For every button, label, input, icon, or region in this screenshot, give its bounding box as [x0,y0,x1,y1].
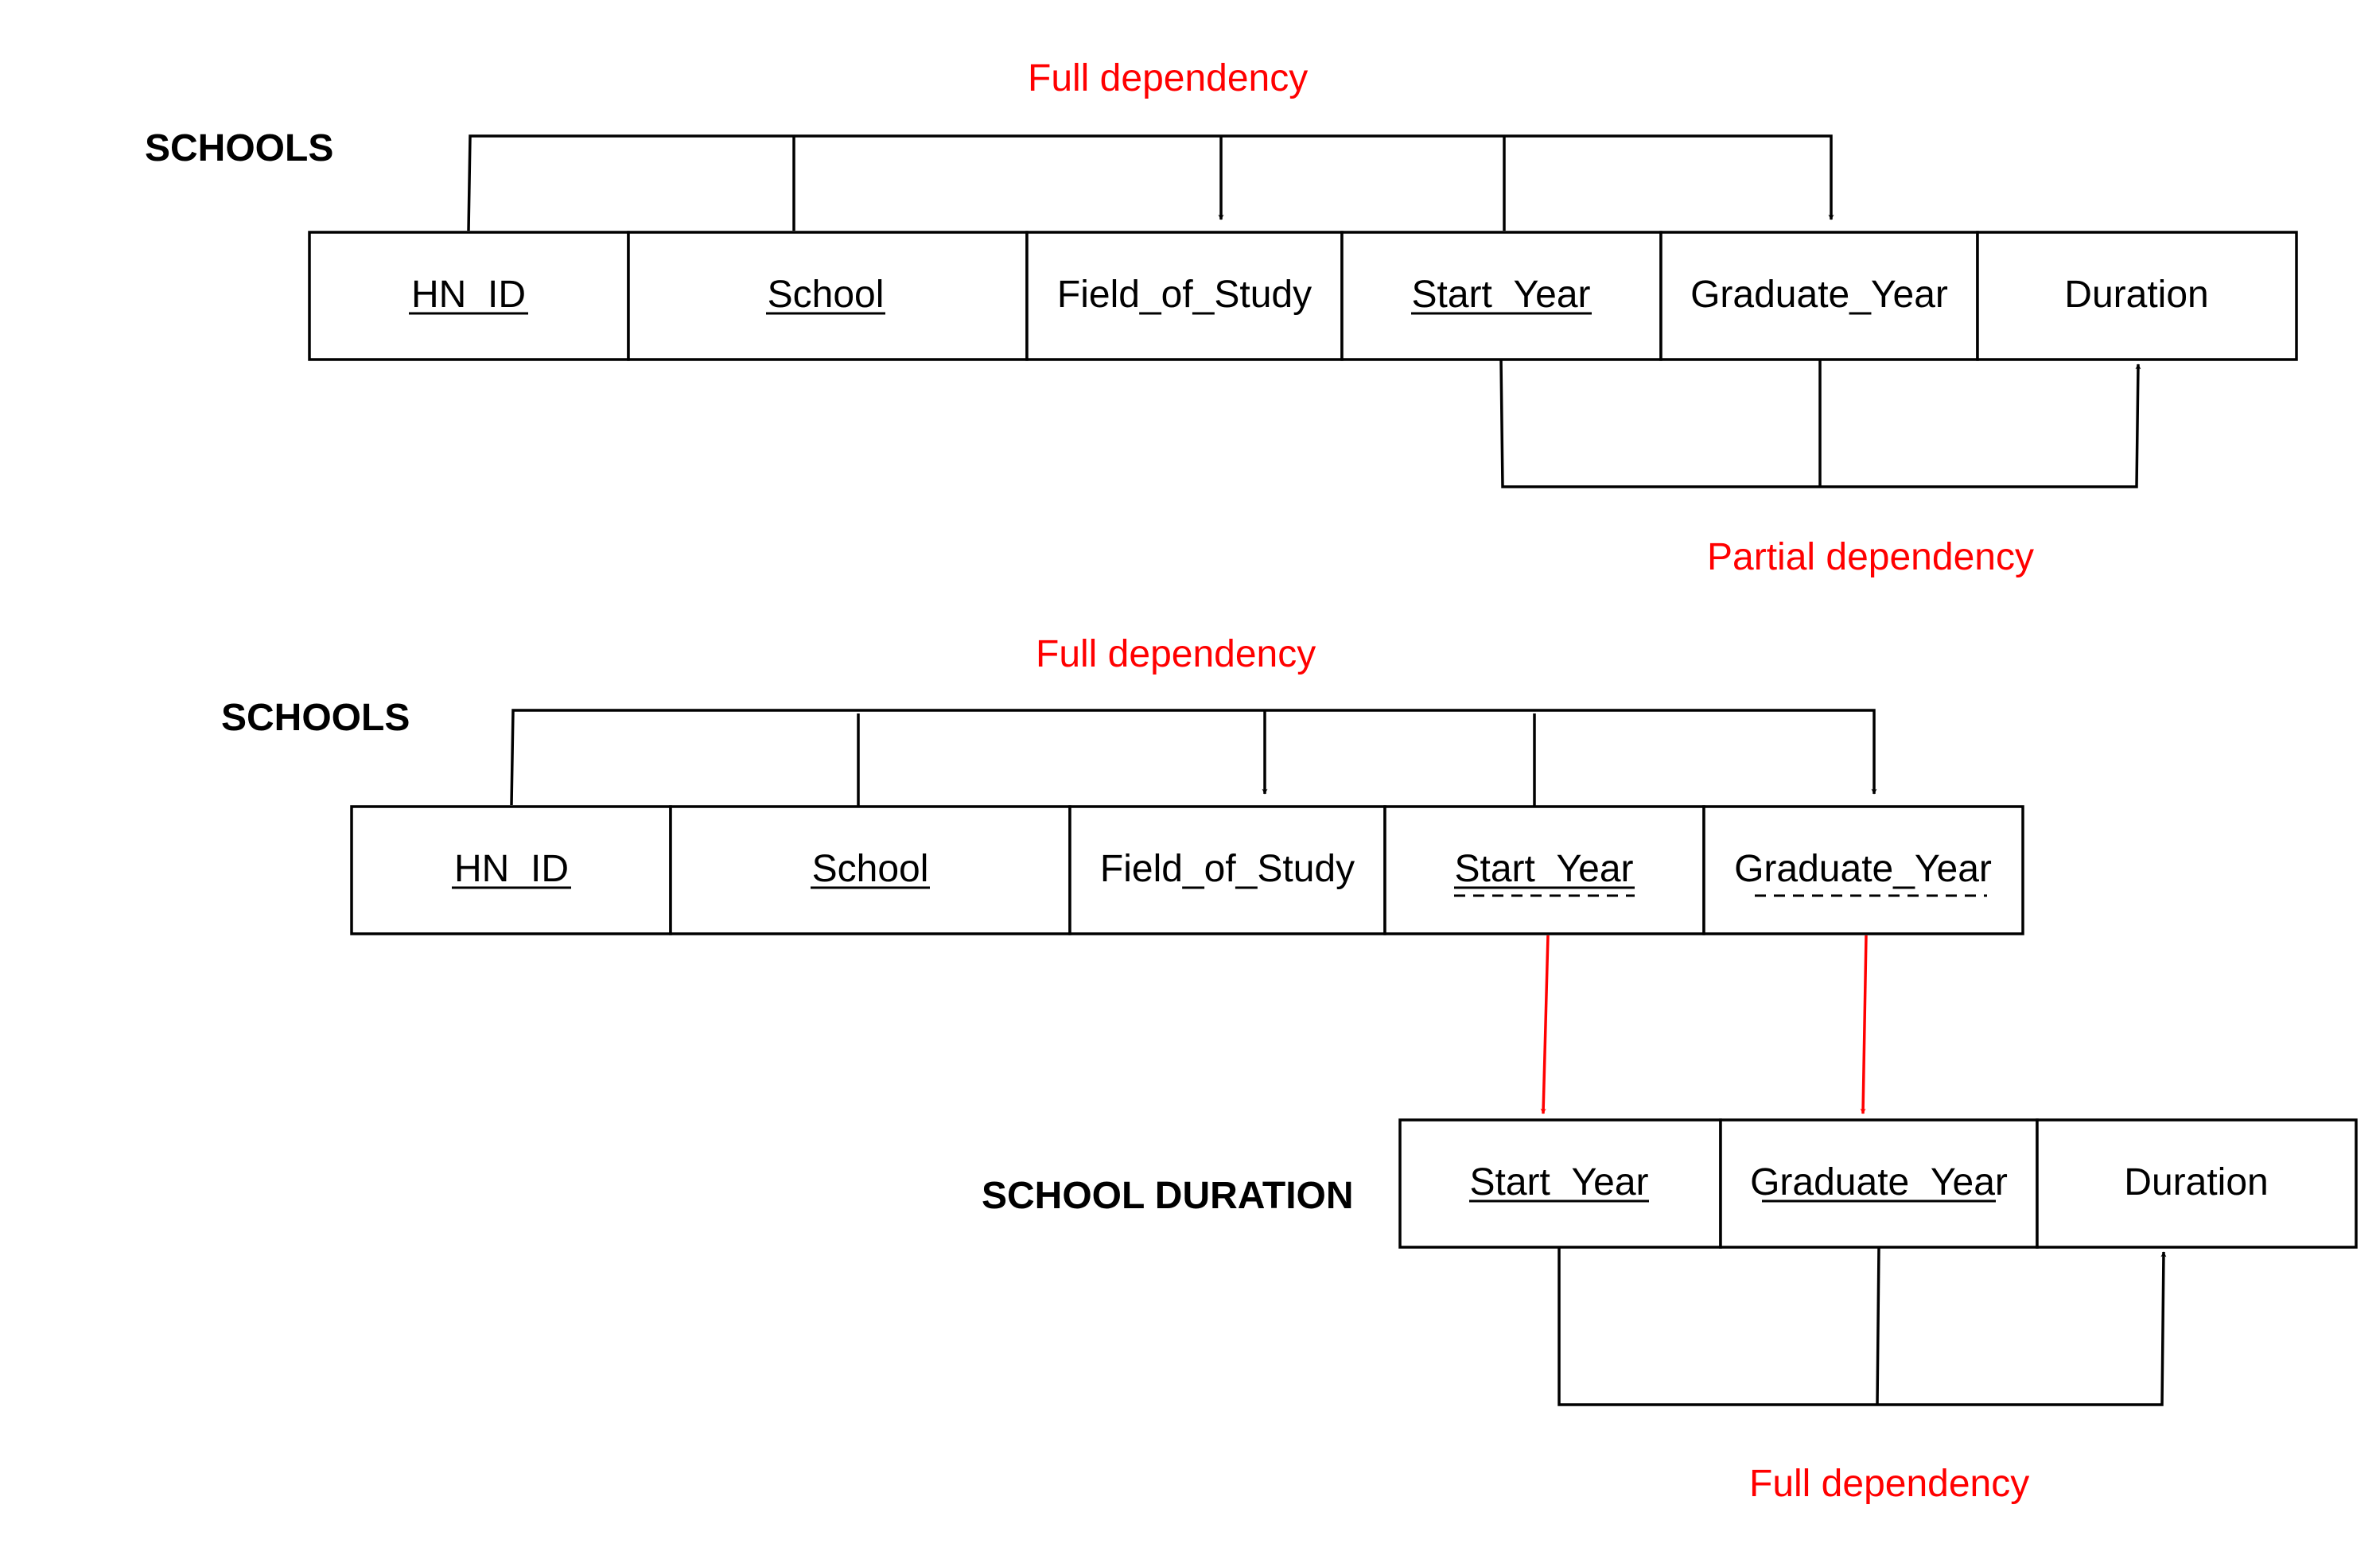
schools-table-normalized: SCHOOLS Full dependency HN_ID School Fie… [221,633,2024,1114]
column-label-duration: Duration [2064,274,2208,316]
cell-start-year [1383,805,1705,935]
cell-hn-id [350,805,672,935]
cell-start-year [1398,1118,1722,1249]
school-duration-table: SCHOOL DURATION Start_Year Graduate_Year… [982,1118,2358,1505]
column-label-field-of-study: Field_of_Study [1057,274,1312,316]
column-label-field-of-study: Field_of_Study [1100,848,1355,890]
column-label-start-year: Start_Year [1469,1161,1648,1203]
column-label-graduate-year: Graduate_Year [1750,1161,2008,1203]
column-label-start-year: Start_Year [1454,848,1633,890]
table-row: HN_ID School Field_of_Study Start_Year G… [308,231,2298,361]
cell-school [627,231,1029,361]
column-label-start-year: Start_Year [1411,274,1590,316]
cell-field-of-study [1025,231,1344,361]
column-label-graduate-year: Graduate_Year [1690,274,1948,316]
cell-field-of-study [1068,805,1386,935]
column-label-graduate-year: Graduate_Year [1734,848,1992,890]
full-dependency-label: Full dependency [1036,633,1316,675]
full-dependency-label: Full dependency [1028,57,1308,99]
cell-graduate-year [1719,1118,2039,1249]
full-dependency-label: Full dependency [1749,1463,2029,1505]
table-row: HN_ID School Field_of_Study Start_Year G… [350,805,2024,935]
column-label-school: School [768,274,885,316]
start-year-arrow [1540,935,1550,1114]
cell-duration [1976,231,2298,361]
table-title: SCHOOL DURATION [982,1175,1354,1217]
cell-school [669,805,1071,935]
column-label-duration: Duration [2124,1161,2268,1203]
schools-table-original: SCHOOLS Full dependency HN_ID School Fie… [145,57,2298,578]
column-label-hn-id: HN_ID [411,274,526,316]
cell-hn-id [308,231,630,361]
table-row: Start_Year Graduate_Year Duration [1398,1118,2358,1249]
full-dependency-connector [467,134,1834,231]
partial-dependency-label: Partial dependency [1707,536,2034,578]
cell-graduate-year [1702,805,2024,935]
cell-duration [2036,1118,2358,1249]
full-dependency-connector [510,709,1877,807]
partial-dependency-connector [1499,359,2141,488]
column-label-school: School [812,848,929,890]
graduate-year-arrow [1860,935,1868,1114]
decomposition-arrows [1540,935,1868,1114]
table-title: SCHOOLS [221,697,410,739]
full-dependency-connector [1558,1246,2167,1406]
column-label-hn-id: HN_ID [454,848,569,890]
table-title: SCHOOLS [145,127,333,169]
